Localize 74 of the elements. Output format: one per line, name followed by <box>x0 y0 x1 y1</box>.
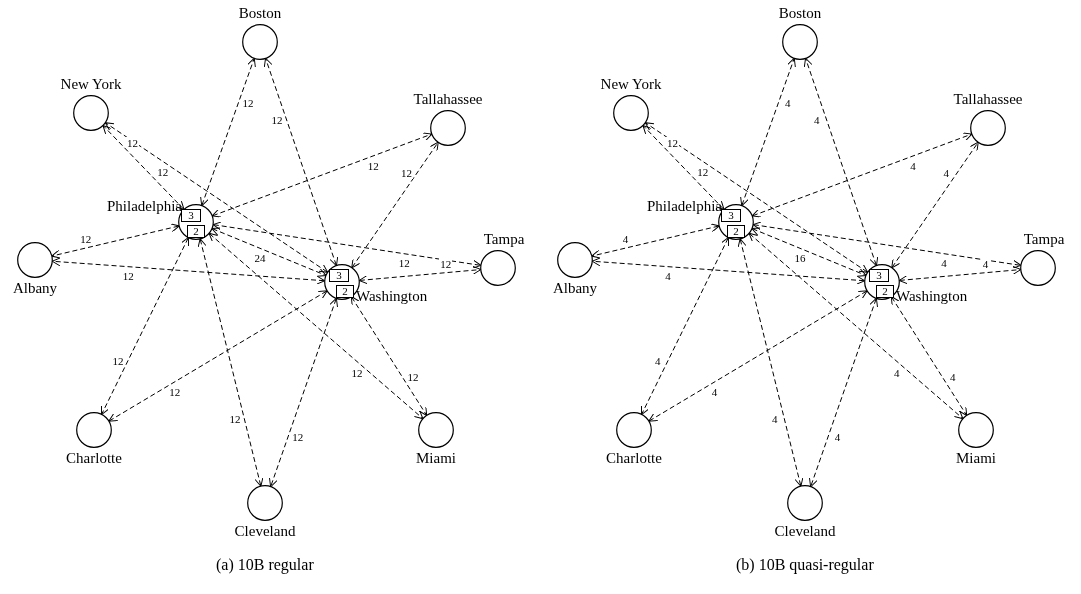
arrow <box>751 132 973 218</box>
arrow <box>641 237 729 415</box>
arrow <box>803 57 879 267</box>
city-name: Philadelphia <box>107 198 182 215</box>
arrow <box>197 238 264 487</box>
edge-label: 12 <box>665 136 679 149</box>
arrow <box>891 141 979 269</box>
city-name: Miami <box>416 450 456 467</box>
city-name: Tallahassee <box>953 91 1023 108</box>
city-name: Tampa <box>483 231 525 248</box>
edge-label: 16 <box>793 252 807 264</box>
city-name: New York <box>600 76 662 93</box>
city-name: Tampa <box>1023 231 1065 248</box>
arrow <box>642 124 725 211</box>
city-name: Miami <box>956 450 996 467</box>
edge-label: 12 <box>168 386 182 399</box>
arrow <box>51 223 180 259</box>
count-box: 2 <box>876 285 894 298</box>
edge-label: 4 <box>892 367 901 380</box>
arrow <box>890 296 968 416</box>
arrow <box>751 227 867 277</box>
arrow <box>101 237 189 415</box>
count-box: 3 <box>869 269 889 282</box>
arrow <box>104 122 329 273</box>
count-box: 3 <box>181 209 201 222</box>
arrow <box>351 141 439 269</box>
edge-label: 12 <box>156 166 170 179</box>
arrow <box>809 297 878 488</box>
arrow <box>737 238 804 487</box>
city-name: Cleveland <box>234 523 296 540</box>
arrow <box>748 232 964 420</box>
city-name: Washington <box>356 288 428 305</box>
arrow <box>740 57 796 207</box>
arrow <box>644 122 869 273</box>
city-name: Charlotte <box>66 450 122 467</box>
edge-label: 4 <box>949 371 957 384</box>
edge-label: 12 <box>350 367 364 380</box>
city-name: Tallahassee <box>413 91 483 108</box>
arrow <box>212 221 482 269</box>
arrow <box>350 296 428 416</box>
edge-label: 12 <box>696 166 710 179</box>
count-box: 3 <box>329 269 349 282</box>
caption: (b) 10B quasi-regular <box>736 556 874 574</box>
count-box: 2 <box>727 225 745 238</box>
arrow <box>648 290 868 422</box>
arrow <box>211 132 433 218</box>
city-name: New York <box>60 76 122 93</box>
arrow <box>591 223 720 259</box>
caption: (a) 10B regular <box>216 556 314 574</box>
city-name: Philadelphia <box>647 198 722 215</box>
edge-label: 12 <box>439 257 453 270</box>
city-name: Boston <box>778 5 822 22</box>
arrow <box>269 297 338 488</box>
city-name: Albany <box>12 280 58 297</box>
edge-label: 24 <box>253 252 267 264</box>
city-name: Albany <box>552 280 598 297</box>
count-box: 2 <box>187 225 205 238</box>
count-box: 2 <box>336 285 354 298</box>
arrow <box>211 227 327 277</box>
arrow <box>200 57 256 207</box>
arrow <box>108 290 328 422</box>
arrow <box>208 232 424 420</box>
city-name: Cleveland <box>774 523 836 540</box>
edge-label: 12 <box>406 371 420 384</box>
arrow <box>263 57 339 267</box>
edge-label: 12 <box>125 136 139 149</box>
arrow <box>752 221 1022 269</box>
city-name: Boston <box>238 5 282 22</box>
count-box: 3 <box>721 209 741 222</box>
city-name: Washington <box>896 288 968 305</box>
edge-label: 4 <box>981 257 990 270</box>
arrow <box>102 124 185 211</box>
edge-label: 4 <box>710 386 719 399</box>
city-name: Charlotte <box>606 450 662 467</box>
